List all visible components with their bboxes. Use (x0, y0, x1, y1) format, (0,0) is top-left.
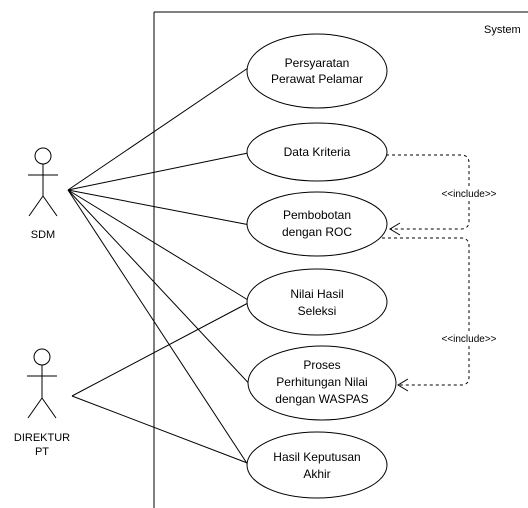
stick-figure-icon (27, 348, 57, 419)
actor-label-sdm: SDM (31, 229, 55, 241)
assoc-sdm-data-kriteria (67, 152, 249, 191)
use-case-label: Perawat Pelamar (271, 72, 363, 86)
actor-sdm[interactable]: SDM (28, 147, 58, 241)
use-case-label: Nilai Hasil (290, 287, 343, 301)
system-boundary: System (153, 11, 528, 508)
include-line-2 (382, 237, 470, 386)
use-case-label: Seleksi (298, 304, 337, 318)
use-case-ellipse (246, 191, 388, 257)
use-case-label: Pembobotan (283, 208, 351, 222)
assoc-direktur-hasil-keputusan (71, 395, 251, 465)
use-case-label: Persyaratan (285, 56, 350, 70)
use-case-label: Perhitungan Nilai (276, 375, 367, 389)
include-arrowhead-2 (397, 378, 409, 392)
use-case-label: Akhir (303, 467, 330, 481)
actor-direktur-pt[interactable]: DIREKTUR PT (14, 348, 70, 458)
assoc-sdm-nilai-hasil (67, 189, 249, 301)
system-label: System (484, 24, 521, 36)
use-case-ellipse (246, 431, 388, 499)
use-case-label: Hasil Keputusan (273, 450, 360, 464)
use-case-label: Proses (303, 358, 340, 372)
include-arrowhead-1 (389, 222, 401, 236)
sdm-associations (67, 67, 256, 469)
use-case-ellipse (247, 345, 397, 421)
use-case-ellipse (246, 268, 388, 336)
use-case-proses[interactable]: Proses Perhitungan Nilai dengan WASPAS (247, 345, 397, 421)
use-case-ellipse (246, 122, 388, 182)
include-label-2: <<include>> (441, 334, 496, 345)
include-label-bg-2 (431, 331, 507, 345)
assoc-sdm-persyaratan (67, 67, 249, 191)
use-case-data-kriteria[interactable]: Data Kriteria (246, 122, 388, 182)
use-case-persyaratan[interactable]: Persyaratan Perawat Pelamar (246, 33, 388, 109)
stick-figure-icon (28, 147, 58, 217)
assoc-direktur-nilai-hasil (71, 302, 249, 397)
direktur-associations (71, 302, 251, 465)
use-case-hasil-keputusan[interactable]: Hasil Keputusan Akhir (246, 431, 388, 499)
use-case-pembobotan[interactable]: Pembobotan dengan ROC (246, 191, 388, 257)
include-label-bg-1 (431, 186, 507, 200)
use-case-nilai-hasil[interactable]: Nilai Hasil Seleksi (246, 268, 388, 336)
use-case-ellipse (246, 33, 388, 109)
assoc-sdm-proses (67, 189, 256, 391)
actor-label-direktur-line1: DIREKTUR (14, 432, 70, 444)
use-case-label: Data Kriteria (284, 145, 351, 159)
use-case-label: dengan WASPAS (275, 392, 368, 406)
use-case-label: dengan ROC (282, 225, 352, 239)
include-label-1: <<include>> (441, 189, 496, 200)
actor-label-direktur-line2: PT (35, 446, 49, 458)
assoc-sdm-pembobotan (67, 189, 251, 226)
assoc-sdm-hasil-keputusan (67, 189, 251, 469)
